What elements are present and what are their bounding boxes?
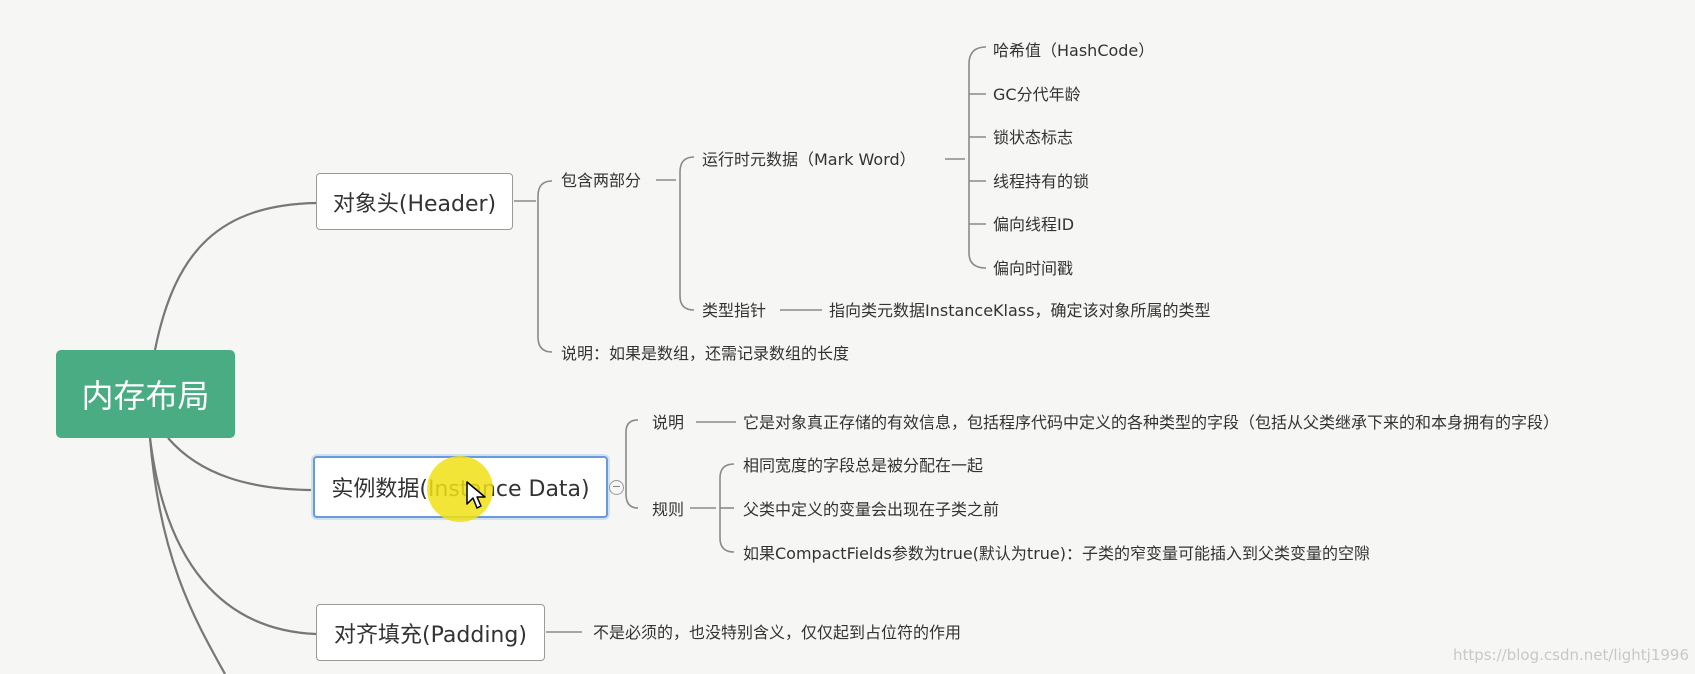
connector-root-extra — [148, 437, 226, 674]
rule-item[interactable]: 父类中定义的变量会出现在子类之前 — [743, 500, 1000, 519]
bracket-instance — [625, 419, 639, 509]
label-contains[interactable]: 包含两部分 — [561, 171, 642, 190]
mark-word-item[interactable]: 锁状态标志 — [993, 128, 1074, 147]
cursor-highlight — [427, 456, 493, 522]
bracket-mark-word — [968, 46, 987, 269]
collapse-minus-icon[interactable]: − — [609, 480, 624, 495]
mouse-cursor-icon — [466, 481, 486, 509]
label-type-pointer-desc[interactable]: 指向类元数据InstanceKlass，确定该对象所属的类型 — [829, 301, 1211, 320]
label-header-note[interactable]: 说明：如果是数组，还需记录数组的长度 — [561, 344, 850, 363]
tick-mark-items — [969, 93, 986, 225]
bracket-header — [537, 180, 553, 353]
label-instance-note-text[interactable]: 它是对象真正存储的有效信息，包括程序代码中定义的各种类型的字段（包括从父类继承下… — [743, 413, 1560, 432]
mark-word-item[interactable]: 哈希值（HashCode） — [993, 41, 1155, 60]
mark-word-item[interactable]: 偏向时间戳 — [993, 259, 1074, 278]
label-padding-desc[interactable]: 不是必须的，也没特别含义，仅仅起到占位符的作用 — [593, 623, 962, 642]
connector-root-instance — [167, 437, 317, 492]
node-padding[interactable]: 对齐填充(Padding) — [316, 604, 545, 661]
rule-item[interactable]: 如果CompactFields参数为true(默认为true)：子类的窄变量可能… — [743, 544, 1371, 563]
bracket-contains — [679, 156, 695, 311]
label-mark-word[interactable]: 运行时元数据（Mark Word） — [702, 150, 916, 169]
rule-item[interactable]: 相同宽度的字段总是被分配在一起 — [743, 456, 984, 475]
label-rules[interactable]: 规则 — [652, 500, 685, 519]
mark-word-item[interactable]: 偏向线程ID — [993, 215, 1075, 234]
node-header[interactable]: 对象头(Header) — [316, 173, 513, 230]
root-node[interactable]: 内存布局 — [56, 350, 235, 438]
mark-word-item[interactable]: GC分代年龄 — [993, 85, 1081, 104]
label-instance-note[interactable]: 说明 — [652, 413, 685, 432]
connector-root-header — [153, 201, 317, 351]
connector-root-padding — [148, 437, 317, 636]
watermark: https://blog.csdn.net/lightj1996 — [1452, 646, 1689, 664]
label-type-pointer[interactable]: 类型指针 — [702, 301, 767, 320]
mark-word-item[interactable]: 线程持有的锁 — [993, 172, 1090, 191]
